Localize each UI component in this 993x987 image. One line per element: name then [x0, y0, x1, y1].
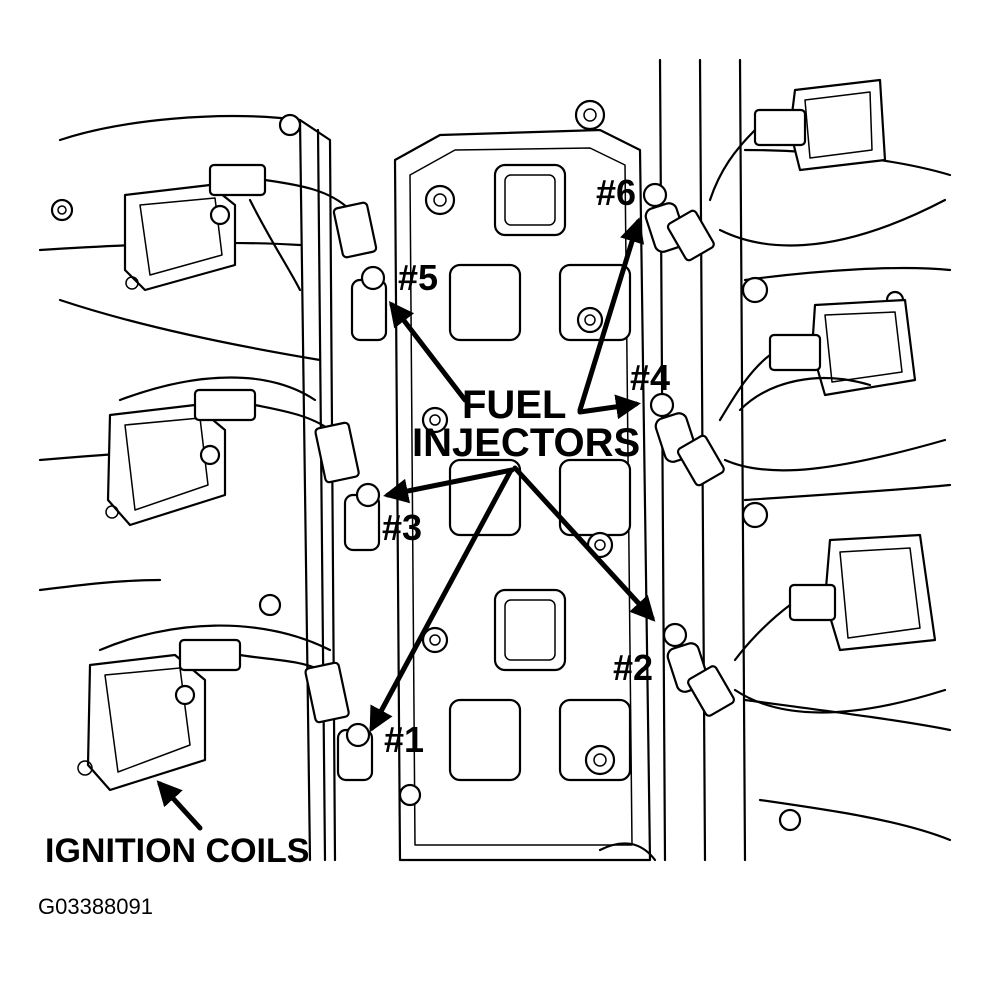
- injector-body-4: [649, 392, 725, 487]
- injector-label-3: #3: [382, 507, 422, 548]
- labels: FUEL INJECTORS #5 #6 #4 #3 #2 #1 IGNITIO…: [38, 172, 670, 919]
- injector-label-2: #2: [613, 647, 653, 688]
- leader-arrows: [156, 217, 656, 831]
- injector-label-1: #1: [384, 719, 424, 760]
- arrow-to-injector-2: [512, 465, 656, 622]
- injector-body-2: [662, 622, 735, 717]
- fuel-injectors-label-line2: INJECTORS: [412, 421, 640, 465]
- engine-line-art: [38, 58, 952, 862]
- arrow-to-ignition-coil: [156, 780, 203, 831]
- arrow-to-injector-4: [577, 394, 641, 420]
- figure-id: G03388091: [38, 894, 153, 919]
- arrow-to-injector-1: [369, 469, 513, 733]
- injector-label-4: #4: [630, 357, 670, 398]
- injector-body-3: [314, 421, 381, 552]
- arrow-to-injector-5: [388, 301, 468, 403]
- ignition-coils-label: IGNITION COILS: [45, 832, 309, 870]
- fuel-injectors-label-line1: FUEL: [462, 383, 566, 427]
- injector-label-5: #5: [398, 257, 438, 298]
- injector-body-1: [304, 661, 374, 782]
- arrow-to-injector-3: [383, 467, 515, 504]
- injector-body-5: [332, 201, 388, 342]
- arrow-to-injector-6: [577, 217, 645, 413]
- injector-body-6: [642, 182, 715, 262]
- injector-label-6: #6: [596, 172, 636, 213]
